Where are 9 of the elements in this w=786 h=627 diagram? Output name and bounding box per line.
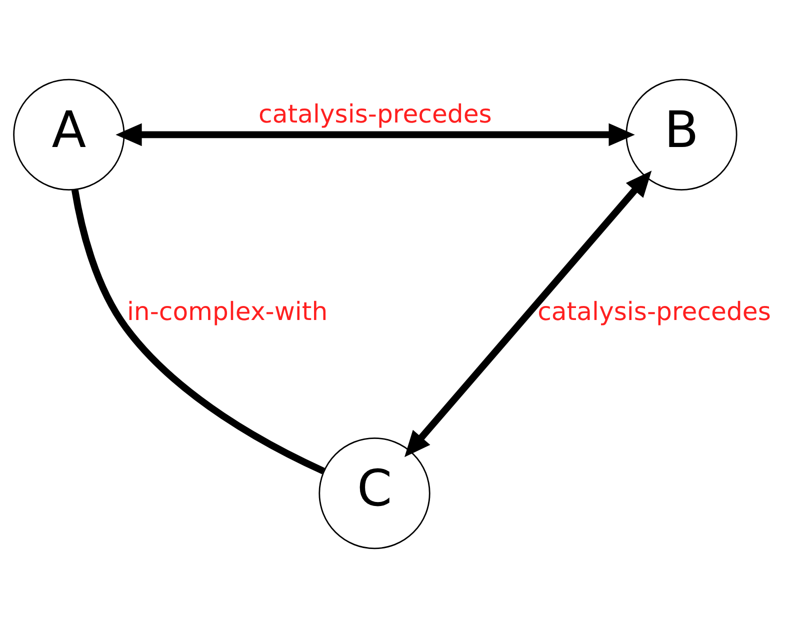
arrow — [404, 170, 652, 457]
node-circle: A — [13, 78, 125, 190]
node-circle: C — [318, 436, 430, 549]
edge-label: catalysis-precedes — [258, 99, 492, 128]
node-circle: B — [626, 78, 738, 190]
arrow — [116, 122, 635, 146]
connector — [71, 188, 325, 474]
edge-label: catalysis-precedes — [538, 296, 771, 326]
edge-label: in-complex-with — [126, 296, 328, 326]
